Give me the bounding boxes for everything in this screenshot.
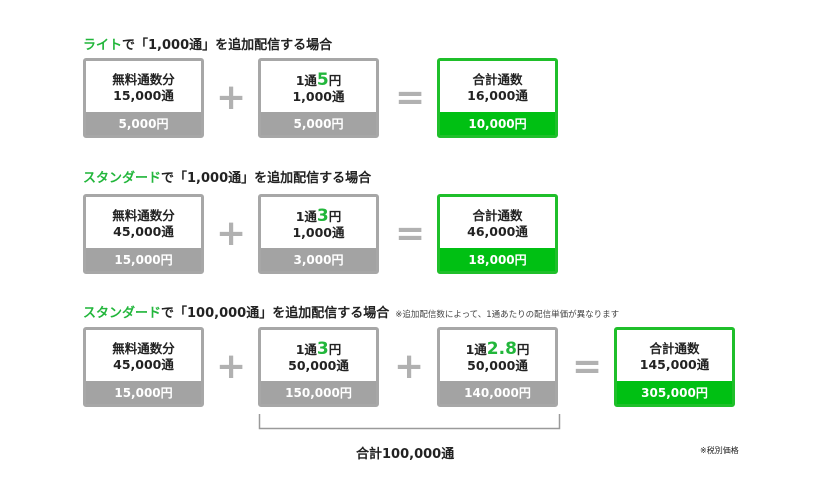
total-price: 305,000円 [617, 381, 732, 404]
box-label: 無料通数分 [112, 72, 175, 87]
box-count: 145,000通 [639, 357, 710, 372]
box-label: 無料通数分 [112, 208, 175, 223]
box-count: 16,000通 [467, 88, 528, 103]
rate-prefix: 1通 [295, 72, 317, 88]
section-title-3: スタンダードで「100,000通」を追加配信する場合 ※追加配信数によって、1通あ… [83, 302, 619, 321]
box-count: 46,000通 [467, 224, 528, 239]
box-count: 45,000通 [113, 357, 174, 372]
plus-operator: + [394, 346, 425, 387]
box-count: 45,000通 [113, 224, 174, 239]
plus-operator: + [216, 213, 247, 254]
section-condition: で「100,000通」を追加配信する場合 [161, 306, 390, 321]
box-price: 140,000円 [440, 381, 555, 404]
box-label: 合計通数 [472, 208, 523, 223]
box-label: 無料通数分 [112, 341, 175, 356]
additional-total-label: 合計100,000通 [356, 447, 455, 462]
total-price: 10,000円 [440, 112, 555, 135]
equals-operator: = [572, 346, 603, 387]
unit-price: 3 [316, 205, 329, 226]
rate-suffix: 円 [516, 341, 530, 357]
unit-price: 3 [316, 338, 329, 359]
section-title-1: ライトで「1,000通」を追加配信する場合 [83, 34, 332, 53]
box-price: 3,000円 [261, 248, 376, 271]
plus-operator: + [216, 77, 247, 118]
box-price: 15,000円 [86, 381, 201, 404]
rate-prefix: 1通 [465, 341, 487, 357]
box-count: 1,000通 [292, 88, 345, 104]
box-price: 15,000円 [86, 248, 201, 271]
equals-operator: = [395, 77, 426, 118]
total-price: 18,000円 [440, 248, 555, 271]
rate-prefix: 1通 [295, 341, 317, 357]
section-condition: で「1,000通」を追加配信する場合 [161, 171, 372, 186]
rate-suffix: 円 [328, 208, 342, 224]
plan-name: スタンダード [83, 171, 162, 186]
equals-operator: = [395, 213, 426, 254]
box-count: 15,000通 [113, 88, 174, 103]
total-bracket [258, 414, 561, 430]
unit-price: 2.8 [486, 338, 517, 359]
box-price: 5,000円 [261, 112, 376, 135]
box-price: 5,000円 [86, 112, 201, 135]
box-count: 1,000通 [292, 224, 345, 240]
plus-operator: + [216, 346, 247, 387]
rate-prefix: 1通 [295, 208, 317, 224]
box-label: 合計通数 [649, 341, 700, 356]
section-condition: で「1,000通」を追加配信する場合 [122, 38, 333, 53]
plan-name: スタンダード [83, 306, 162, 321]
tax-note: ※税別価格 [700, 446, 739, 455]
rate-suffix: 円 [328, 72, 342, 88]
box-label: 合計通数 [472, 72, 523, 87]
box-count: 50,000通 [288, 357, 349, 373]
section-title-2: スタンダードで「1,000通」を追加配信する場合 [83, 167, 371, 186]
unit-price: 5 [316, 69, 329, 90]
rate-note: ※追加配信数によって、1通あたりの配信単価が異なります [395, 310, 620, 320]
box-price: 150,000円 [261, 381, 376, 404]
rate-suffix: 円 [328, 341, 342, 357]
plan-name: ライト [83, 38, 123, 53]
box-count: 50,000通 [467, 357, 528, 373]
